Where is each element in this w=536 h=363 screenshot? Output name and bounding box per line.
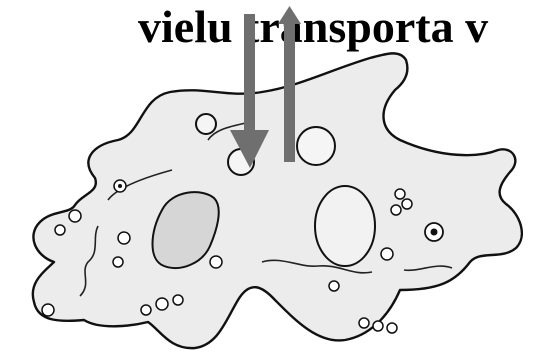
arrow-down-icon — [230, 14, 269, 168]
arrow-up-icon — [278, 6, 301, 162]
